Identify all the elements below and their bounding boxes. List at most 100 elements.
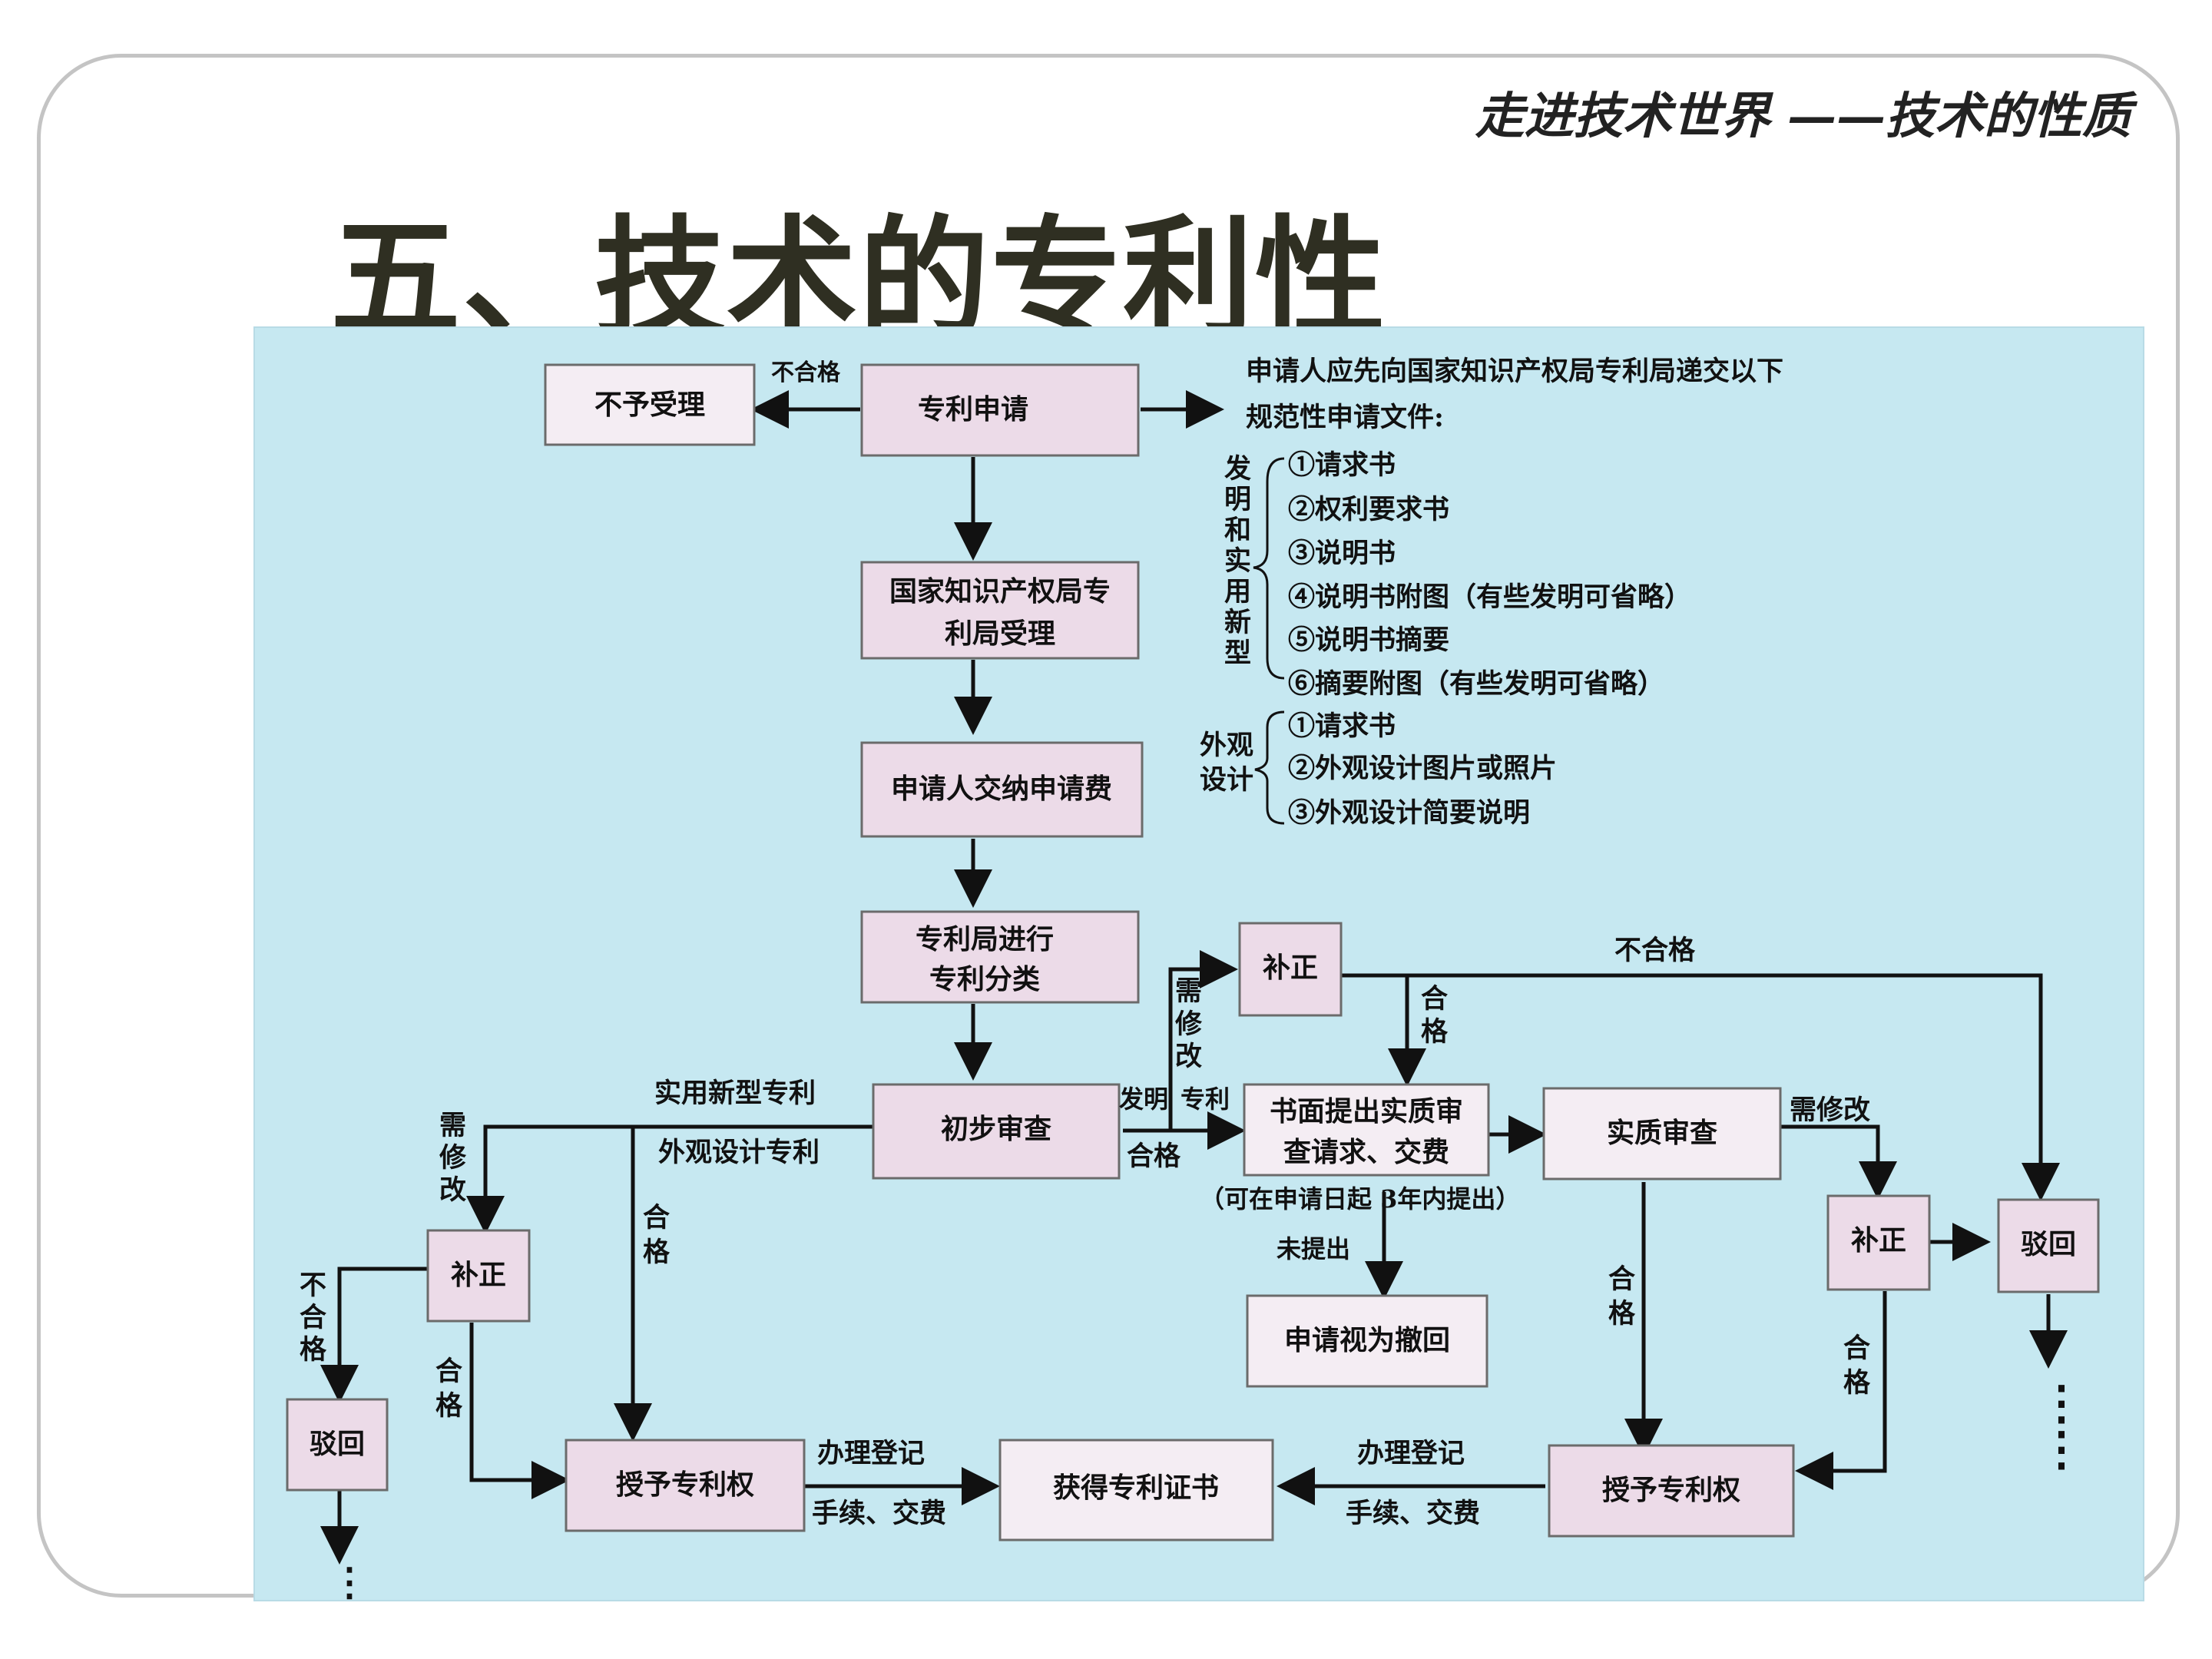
box-reject-left: 驳回 (286, 1398, 389, 1492)
invention-doc-item: ⑤说明书摘要 (1288, 624, 1449, 656)
design-doc-item: ①请求书 (1288, 710, 1396, 742)
label-time-note: （可在申请日起 3年内提出） (1200, 1184, 1520, 1214)
box-grant-right: 授予专利权 (1548, 1444, 1795, 1538)
label-docs-intro-2: 规范性申请文件: (1246, 402, 1444, 433)
needs-modify-char: 修 (1174, 1008, 1203, 1040)
label-register-left-2: 手续、交费 (812, 1498, 946, 1529)
label-qualified-vertical-substantive: 合 格 (1608, 1263, 1636, 1330)
invention-group-char: 明 (1224, 484, 1251, 515)
label-not-submitted: 未提出 (1277, 1234, 1350, 1263)
invention-doc-item: ②权利要求书 (1288, 494, 1449, 525)
label-register-right-1: 办理登记 (1357, 1438, 1465, 1469)
box-classify-line1: 专利局进行 (916, 923, 1054, 955)
label-register-right-2: 手续、交费 (1346, 1498, 1480, 1529)
label-needs-modify-vertical-left: 需 修 改 (439, 1110, 467, 1206)
box-correct-left: 补正 (426, 1229, 531, 1323)
needs-modify-char: 修 (439, 1142, 467, 1174)
label-qualified-vertical-left: 合 格 (435, 1356, 463, 1422)
unqualified-char: 合 (300, 1302, 326, 1333)
invention-brace (1253, 457, 1285, 680)
unqualified-char: 格 (300, 1334, 327, 1366)
box-correct-left-label: 补正 (451, 1259, 506, 1291)
arrow-correct-left-to-reject (320, 1267, 428, 1403)
connectors (320, 390, 2068, 1565)
qualified-char: 合 (643, 1202, 670, 1233)
arrow-prelim-to-correct-left (466, 1124, 873, 1234)
box-classify-line2: 专利分类 (929, 963, 1040, 995)
label-patent: 专利 (1181, 1084, 1230, 1114)
box-reject-accept: 不予受理 (544, 363, 756, 446)
invention-group-char: 型 (1224, 637, 1251, 669)
box-correct-top: 补正 (1238, 922, 1343, 1017)
needs-modify-char: 需 (439, 1110, 466, 1141)
qualified-char: 格 (435, 1390, 463, 1422)
box-reject-right: 驳回 (1997, 1198, 2100, 1293)
label-qualified-vertical-mid-left: 合 格 (643, 1202, 671, 1268)
arrow-correct-top-to-reject (1330, 973, 2060, 1201)
box-pay-fee-label: 申请人交纳申请费 (891, 773, 1112, 805)
qualified-char: 合 (1843, 1333, 1870, 1364)
label-qualified-prelim: 合格 (1127, 1141, 1181, 1172)
box-office-accept-line2: 利局受理 (945, 618, 1055, 650)
arrow-correct-left-to-grant (469, 1323, 570, 1499)
patent-flowchart: 不予受理 专利申请 国家知识产权局专 利局受理 申请人交纳申请费 专利局进行 专… (253, 326, 2144, 1603)
qualified-char: 格 (1843, 1367, 1871, 1399)
invention-group-char: 实 (1224, 545, 1251, 577)
box-office-accept: 国家知识产权局专 利局受理 (860, 561, 1140, 660)
box-written-request: 书面提出实质审 查请求、交费 (1243, 1083, 1490, 1177)
invention-group-char: 发 (1224, 453, 1251, 485)
unqualified-char: 不 (300, 1270, 326, 1301)
invention-doc-item: ①请求书 (1288, 449, 1396, 481)
invention-group-char: 和 (1224, 515, 1251, 546)
qualified-char: 合 (1608, 1263, 1635, 1295)
box-office-accept-line1: 国家知识产权局专 (889, 575, 1111, 608)
arrow-correct-right-to-grant (1795, 1291, 1887, 1490)
box-substantive: 实质审查 (1542, 1087, 1782, 1181)
qualified-char: 格 (1421, 1016, 1449, 1048)
label-docs-intro-1: 申请人应先向国家知识产权局专利局递交以下 (1246, 356, 1783, 387)
box-reject-left-label: 驳回 (310, 1428, 365, 1460)
box-grant-left-label: 授予专利权 (616, 1469, 754, 1501)
qualified-char: 合 (1421, 983, 1448, 1015)
design-docs-list: ①请求书 ②外观设计图片或照片 ③外观设计简要说明 (1288, 710, 1557, 829)
box-grant-right-label: 授予专利权 (1602, 1474, 1740, 1506)
label-unqualified-right: 不合格 (1614, 935, 1696, 966)
box-written-request-line2: 查请求、交费 (1283, 1136, 1449, 1168)
label-unqualified-top: 不合格 (771, 359, 841, 386)
qualified-char: 格 (643, 1237, 671, 1268)
box-pay-fee: 申请人交纳申请费 (860, 741, 1144, 838)
invention-group-char: 新 (1224, 607, 1251, 638)
box-certificate-label: 获得专利证书 (1053, 1472, 1219, 1504)
label-qualified-vertical-top: 合 格 (1421, 983, 1449, 1048)
box-grant-left: 授予专利权 (565, 1439, 806, 1532)
box-deemed-withdrawn-label: 申请视为撤回 (1284, 1324, 1450, 1356)
label-design-group-2: 设计 (1200, 764, 1253, 796)
flowchart-svg: 不予受理 专利申请 国家知识产权局专 利局受理 申请人交纳申请费 专利局进行 专… (286, 356, 2100, 1603)
continuation-dots-right: ⋮ (2038, 1376, 2085, 1430)
invention-doc-item: ③说明书 (1288, 538, 1396, 569)
box-written-request-line1: 书面提出实质审 (1270, 1095, 1463, 1128)
label-needs-modify-right: 需修改 (1790, 1094, 1870, 1126)
needs-modify-char: 改 (1175, 1041, 1202, 1072)
box-patent-apply: 专利申请 (860, 363, 1140, 457)
box-reject-accept-label: 不予受理 (594, 389, 705, 421)
box-reject-right-label: 驳回 (2021, 1228, 2076, 1260)
box-correct-right: 补正 (1826, 1194, 1931, 1291)
qualified-char: 格 (1608, 1298, 1636, 1330)
box-deemed-withdrawn: 申请视为撤回 (1246, 1294, 1488, 1388)
labels: 不合格 申请人应先向国家知识产权局专利局递交以下 规范性申请文件: 发 明 和 … (300, 356, 2085, 1603)
box-prelim-label: 初步审查 (941, 1113, 1051, 1145)
label-invention-group: 发 明 和 实 用 新 型 (1224, 453, 1251, 669)
box-correct-right-label: 补正 (1851, 1224, 1906, 1257)
arrow-prelim-to-correct-top (1168, 950, 1238, 1131)
label-register-left-1: 办理登记 (817, 1438, 925, 1469)
box-patent-apply-label: 专利申请 (918, 393, 1028, 426)
design-brace (1254, 710, 1285, 825)
design-doc-item: ②外观设计图片或照片 (1288, 753, 1557, 784)
box-substantive-label: 实质审查 (1607, 1117, 1717, 1149)
label-utility-patent: 实用新型专利 (654, 1078, 816, 1109)
invention-docs-list: ①请求书 ②权利要求书 ③说明书 ④说明书附图（有些发明可省略） ⑤说明书摘要 … (1288, 449, 1691, 700)
label-design-patent: 外观设计专利 (658, 1137, 820, 1168)
invention-doc-item: ④说明书附图（有些发明可省略） (1288, 581, 1691, 613)
needs-modify-char: 需 (1175, 975, 1202, 1007)
